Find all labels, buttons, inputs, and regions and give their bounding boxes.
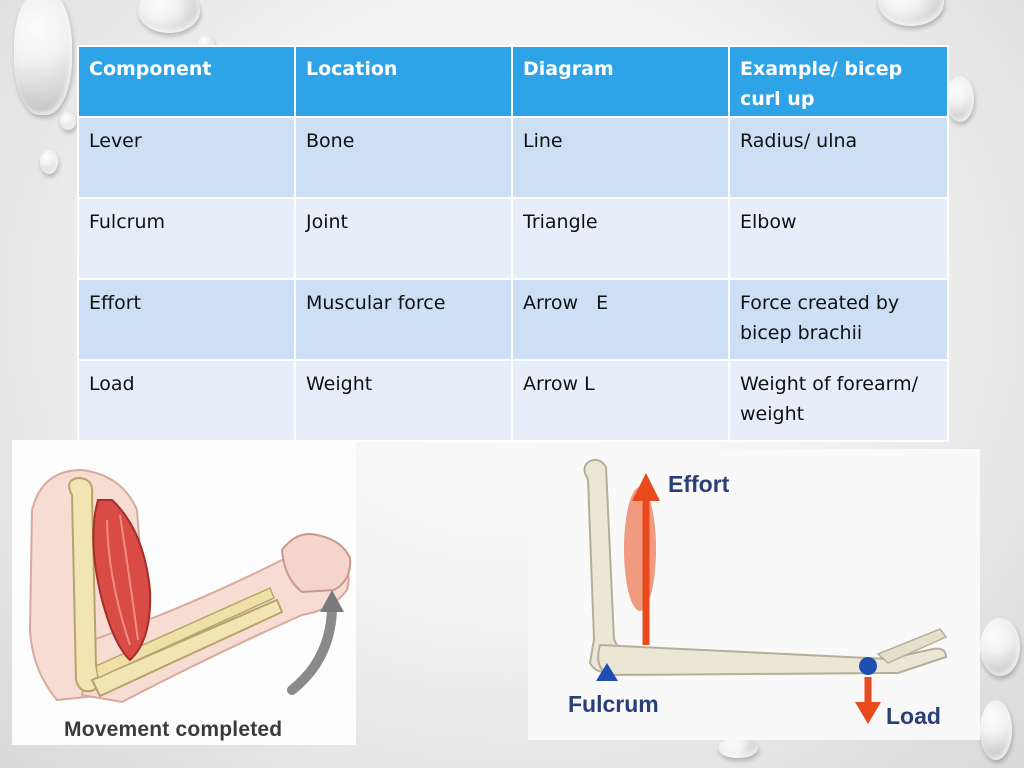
water-drop: [14, 0, 72, 115]
figure-caption: Movement completed: [64, 718, 283, 741]
water-drop: [60, 112, 76, 130]
table-cell: Triangle: [511, 197, 730, 280]
table-cell: Weight: [294, 359, 513, 442]
arm-illustration: Movement completed: [12, 440, 356, 745]
table-cell: Effort: [77, 278, 296, 361]
water-drop: [878, 0, 944, 26]
table-row: Fulcrum Joint Triangle Elbow: [77, 197, 949, 280]
table-cell: Joint: [294, 197, 513, 280]
load-label: Load: [886, 703, 941, 729]
table-cell: Force created by bicep brachii: [728, 278, 949, 361]
water-drop: [946, 76, 974, 122]
lever-diagram-drawing: [583, 458, 948, 724]
table-cell: Muscular force: [294, 278, 513, 361]
table-row: Effort Muscular force Arrow E Force crea…: [77, 278, 949, 361]
table-cell: Lever: [77, 116, 296, 199]
water-drop: [718, 738, 758, 758]
table-cell: Fulcrum: [77, 197, 296, 280]
fulcrum-label: Fulcrum: [568, 691, 659, 717]
water-drop: [980, 700, 1012, 760]
table-header-row: Component Location Diagram Example/ bice…: [77, 45, 949, 118]
effort-label: Effort: [668, 471, 730, 497]
table-cell: Load: [77, 359, 296, 442]
table-cell: Arrow L: [511, 359, 730, 442]
table-cell: Line: [511, 116, 730, 199]
flexed-arm-drawing: [28, 468, 352, 704]
table-cell: Bone: [294, 116, 513, 199]
table-cell: Weight of forearm/ weight: [728, 359, 949, 442]
lever-diagram: Effort Fulcrum Load: [528, 449, 980, 740]
table-cell: Arrow E: [511, 278, 730, 361]
table-row: Lever Bone Line Radius/ ulna: [77, 116, 949, 199]
table-row: Load Weight Arrow L Weight of forearm/ w…: [77, 359, 949, 442]
table-cell: Radius/ ulna: [728, 116, 949, 199]
header-example: Example/ bicep curl up: [728, 45, 949, 118]
lever-components-table: Component Location Diagram Example/ bice…: [77, 45, 949, 442]
header-diagram: Diagram: [511, 45, 730, 118]
header-location: Location: [294, 45, 513, 118]
table-cell: Elbow: [728, 197, 949, 280]
water-drop: [40, 150, 58, 174]
water-drop: [980, 618, 1020, 676]
water-drop: [138, 0, 200, 33]
header-component: Component: [77, 45, 296, 118]
